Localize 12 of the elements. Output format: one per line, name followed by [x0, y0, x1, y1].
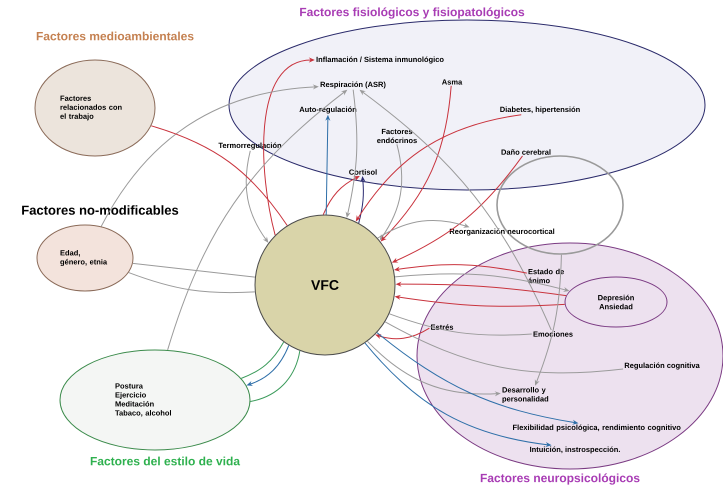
- group-heading: Factores no-modificables: [22, 205, 178, 215]
- group-heading: Factores del estilo de vida: [90, 456, 240, 466]
- connector-line: [250, 350, 300, 402]
- connector-line: [132, 262, 256, 278]
- group-heading: Factores fisiológicos y fisiopatológicos: [300, 7, 524, 19]
- connector-line: [128, 272, 256, 294]
- connector-line: [150, 125, 288, 226]
- group-heading: Factores neuropsicológicos: [480, 473, 640, 485]
- connector-line: [388, 313, 532, 336]
- connector-line: [240, 342, 284, 379]
- group-heading: Factores medioambientales: [36, 32, 194, 40]
- connector-line: [384, 321, 624, 374]
